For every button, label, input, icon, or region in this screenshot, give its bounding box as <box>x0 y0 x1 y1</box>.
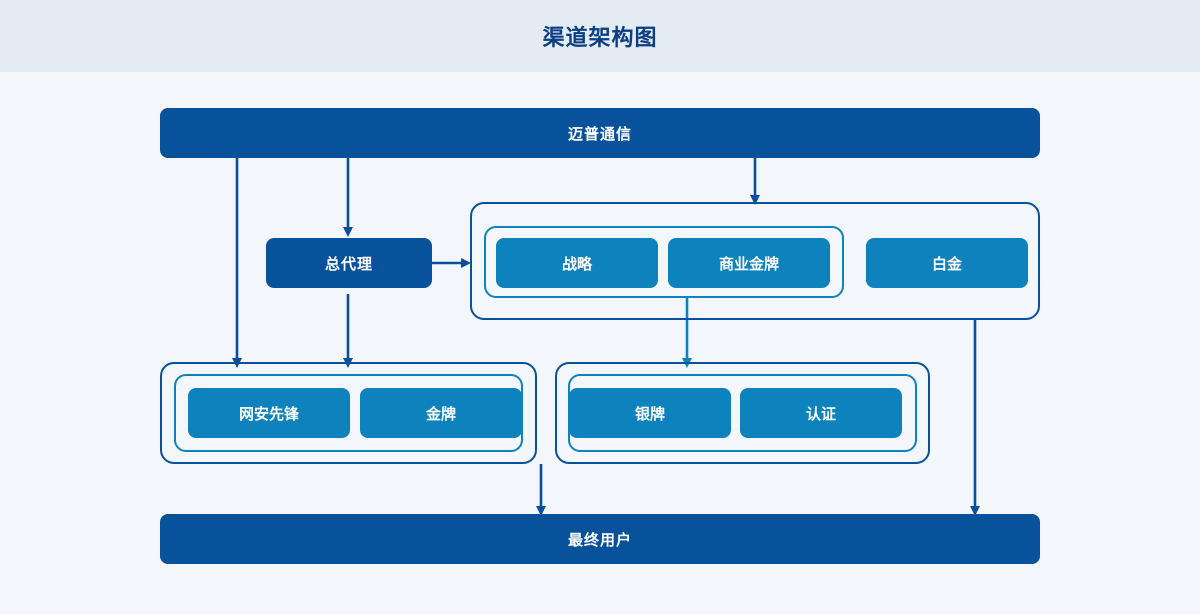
tile-silver[interactable]: 银牌 <box>569 388 731 438</box>
page-title: 渠道架构图 <box>542 25 658 50</box>
node-master-agent[interactable]: 总代理 <box>266 238 432 288</box>
group-lower-right <box>555 362 930 464</box>
tile-platinum[interactable]: 白金 <box>866 238 1028 288</box>
tile-cyber-pioneer[interactable]: 网安先锋 <box>188 388 350 438</box>
group-lower-left <box>160 362 537 464</box>
tile-strategy[interactable]: 战略 <box>496 238 658 288</box>
node-company-top[interactable]: 迈普通信 <box>160 108 1040 158</box>
node-end-user[interactable]: 最终用户 <box>160 514 1040 564</box>
group-upper-inner-partners <box>484 226 844 298</box>
tile-gold[interactable]: 金牌 <box>360 388 522 438</box>
tile-certified[interactable]: 认证 <box>740 388 902 438</box>
page-header: 渠道架构图 <box>0 0 1200 72</box>
tile-commercial-gold[interactable]: 商业金牌 <box>668 238 830 288</box>
group-upper-partners <box>470 202 1040 320</box>
group-lower-left-inner <box>174 374 523 452</box>
